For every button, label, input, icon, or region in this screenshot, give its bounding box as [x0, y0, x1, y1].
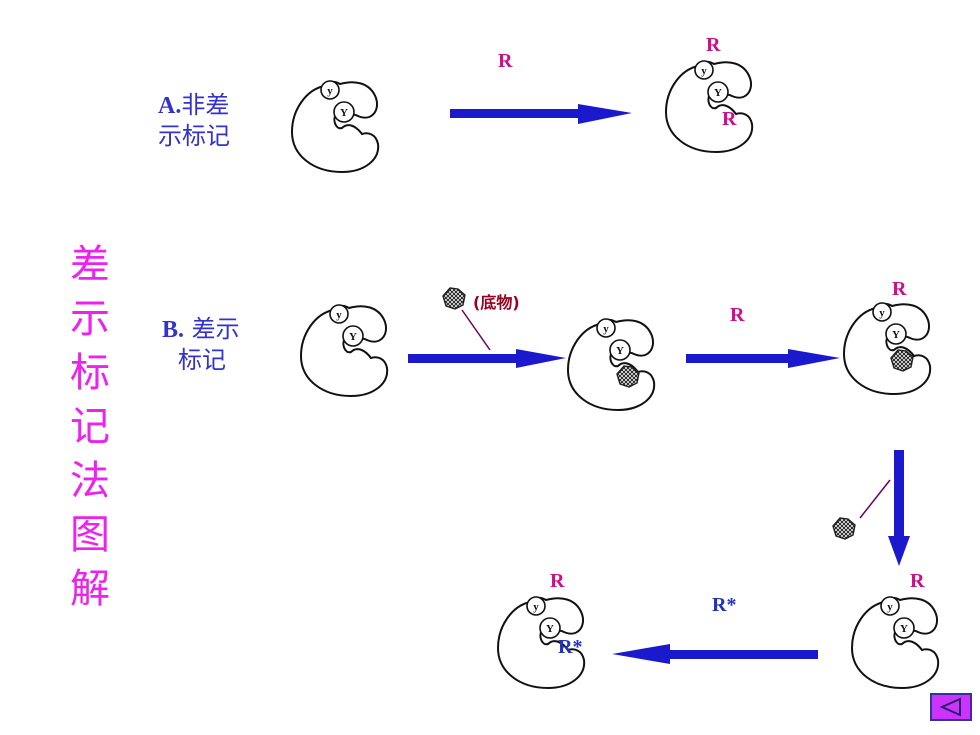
row-a-prefix: A.	[158, 93, 182, 119]
back-button[interactable]	[930, 693, 972, 721]
substrate-pointer	[859, 479, 891, 519]
row-a-line1: 非差	[181, 91, 230, 119]
site-small-label: y	[533, 601, 539, 613]
title-char: 标	[70, 350, 110, 396]
substrate-pointer	[461, 309, 491, 351]
protein-c1	[851, 596, 940, 689]
reagent-label: R	[722, 108, 737, 130]
protein-b3	[843, 302, 932, 395]
site-big-label: Y	[349, 331, 357, 343]
site-big-label: Y	[892, 329, 900, 341]
row-b-prefix: B.	[162, 317, 185, 343]
reagent-label: R	[892, 278, 907, 300]
site-big-label: Y	[900, 623, 908, 635]
site-small-label: y	[327, 85, 333, 97]
arrow-a	[450, 104, 632, 124]
reagent-label: R	[730, 304, 745, 326]
site-big-label: Y	[714, 87, 722, 99]
protein-a2	[665, 60, 754, 154]
triangle-left-icon	[939, 697, 961, 717]
title-char: 解	[70, 566, 110, 612]
substrate-icon	[442, 287, 466, 310]
arrow-left	[612, 644, 818, 664]
title-char: 示	[70, 296, 110, 342]
row-b-line2: 标记	[178, 346, 226, 374]
site-small-label: y	[887, 601, 893, 613]
protein-a1	[291, 80, 380, 174]
site-small-label: y	[336, 309, 342, 321]
reagent-label: R	[910, 570, 925, 592]
site-big-label: Y	[616, 345, 624, 357]
site-big-label: Y	[340, 107, 348, 119]
protein-b1	[300, 304, 389, 397]
protein-b2	[567, 318, 656, 411]
site-small-label: y	[603, 323, 609, 335]
reagent-label: R	[706, 34, 721, 56]
site-small-label: y	[701, 65, 707, 77]
reagent-star-label: R*	[558, 636, 583, 658]
substrate-label: (底物)	[473, 293, 520, 312]
diagram-title: 差 示 标 记 法 图 解	[58, 238, 122, 616]
row-a-label: A.非差 示标记	[158, 90, 230, 151]
arrow-b1	[408, 349, 566, 368]
title-char: 法	[70, 458, 110, 504]
row-b-line1: 差示	[184, 315, 240, 343]
site-small-label: y	[879, 307, 885, 319]
row-b-label: B. 差示 标记	[162, 314, 240, 375]
title-char: 图	[70, 512, 110, 558]
arrow-down	[888, 450, 910, 566]
title-char: 差	[70, 242, 110, 288]
reagent-label: R	[498, 50, 513, 72]
reagent-label: R	[550, 570, 565, 592]
row-a-line2: 示标记	[158, 122, 230, 150]
substrate-icon	[832, 517, 856, 540]
title-char: 记	[70, 404, 110, 450]
reagent-star-label: R*	[712, 594, 737, 616]
site-big-label: Y	[546, 623, 554, 635]
arrow-b2	[686, 349, 840, 368]
